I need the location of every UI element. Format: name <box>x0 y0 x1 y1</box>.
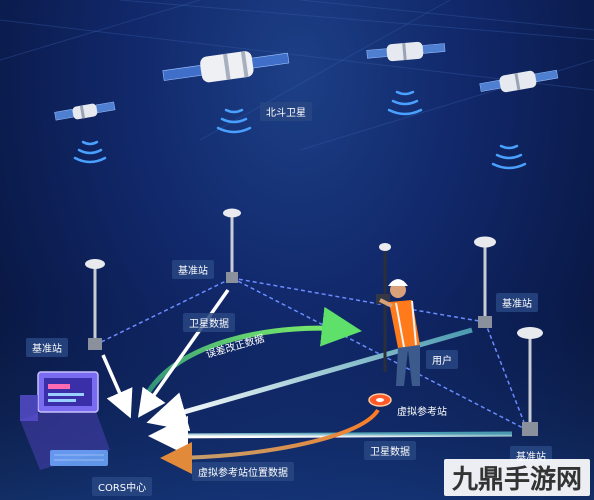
base-station-label-left: 基准站 <box>26 338 68 357</box>
satellite-data-label-top: 卫星数据 <box>183 313 235 332</box>
signal-wave-icon <box>216 108 252 134</box>
satellite-icon <box>162 51 290 83</box>
satellite-icon <box>366 41 446 62</box>
satellite-data-label-bottom: 卫星数据 <box>364 441 416 460</box>
virtual-position-data-label: 虚拟参考站位置数据 <box>192 462 294 481</box>
user-label: 用户 <box>426 350 458 369</box>
base-station-antenna <box>85 259 105 350</box>
signal-wave-icon <box>387 90 423 116</box>
signal-wave-icon <box>73 140 107 164</box>
virtual-station-icon <box>368 393 392 407</box>
background-lines <box>0 0 594 151</box>
cors-center-label: CORS中心 <box>92 477 153 496</box>
satellite-icon <box>479 69 559 93</box>
arrow-satellite-data <box>137 288 230 418</box>
user-figure-icon <box>376 243 420 386</box>
base-station-antenna <box>517 327 543 436</box>
virtual-reference-station-label: 虚拟参考站 <box>397 407 447 418</box>
cors-computer-icon <box>20 371 110 470</box>
satellite-icon <box>54 101 116 121</box>
green-arrow <box>142 306 362 400</box>
base-station-label-top: 基准站 <box>172 260 214 279</box>
arrow-left-station <box>101 354 133 419</box>
base-station-label-right: 基准站 <box>496 293 538 312</box>
base-station-antenna <box>474 236 496 328</box>
base-station-antenna <box>223 208 241 283</box>
watermark: 九鼎手游网 <box>443 459 590 496</box>
signal-wave-icon <box>491 144 527 170</box>
orange-arrow <box>160 408 380 474</box>
beidou-satellite-label: 北斗卫星 <box>260 102 312 121</box>
